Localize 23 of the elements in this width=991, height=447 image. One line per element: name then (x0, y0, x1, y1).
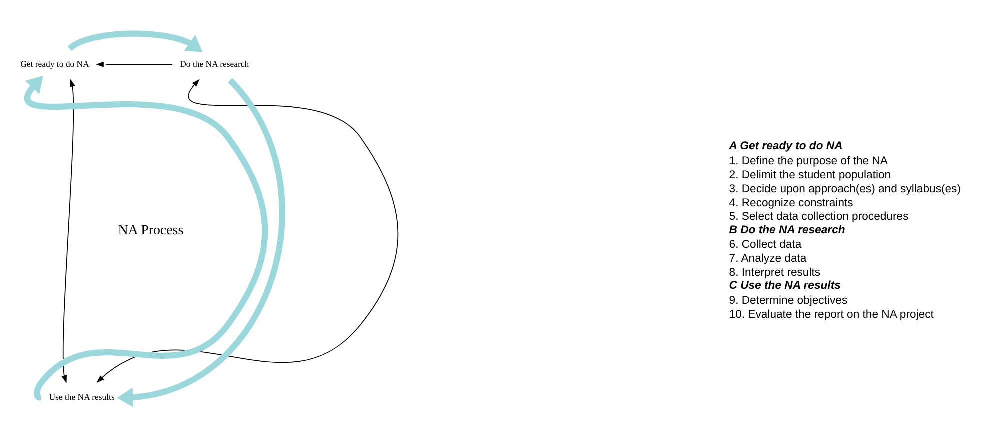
node-text: Use the NA results (49, 392, 115, 402)
label: 7. Analyze data (729, 253, 807, 266)
label: A Get ready to do NA (729, 140, 843, 153)
label: B Do the NA research (729, 224, 846, 236)
node-text: Get ready to do NA (20, 58, 90, 69)
arrow (96, 79, 399, 384)
arrow (62, 79, 76, 384)
label: C Use the NA results (729, 280, 841, 292)
node-text: Do the NA research (180, 58, 250, 69)
label: 1. Define the purpose of the NA (729, 155, 888, 168)
arrow (68, 30, 203, 52)
label: 10. Evaluate the report on the NA project (729, 308, 934, 321)
label: 6. Collect data (729, 239, 802, 252)
label: 3. Decide upon approach(es) and syllabus(es) (729, 183, 962, 196)
label: 9. Determine objectives (729, 294, 848, 307)
label: 4. Recognize constraints (729, 197, 854, 210)
label: 5. Select data collection procedures (729, 211, 909, 224)
node-text: NA Process (118, 224, 184, 239)
arrow (117, 78, 286, 408)
label: 2. Delimit the student population (729, 169, 892, 182)
label: 8. Interpret results (729, 267, 821, 280)
arrow (96, 62, 173, 68)
arrow (25, 76, 268, 400)
